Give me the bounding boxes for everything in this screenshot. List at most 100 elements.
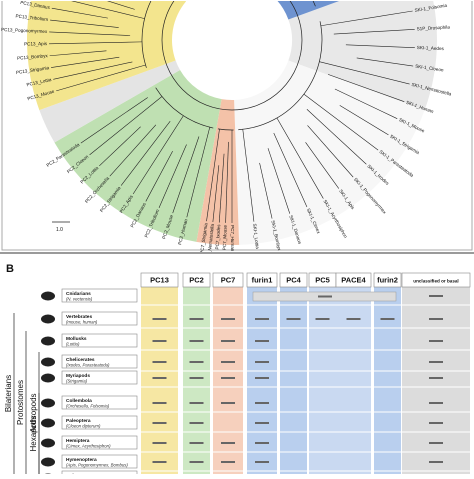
tree-branch [276,117,324,199]
column-header-box [373,272,402,288]
gene-presence-dash [429,442,443,444]
gene-presence-dash [189,318,204,320]
tree-branch [49,50,107,57]
tree-branch [339,105,389,136]
clade-label: Arthropods [29,393,38,432]
gene-presence-dash [255,422,269,424]
row-label-box [61,288,138,303]
row-detail: (Strigamia) [66,379,88,384]
tree-branch [158,144,187,208]
column-header-box [279,272,308,288]
gene-presence-dash [429,461,443,463]
leaf-label: PC2_Human [177,218,188,245]
leaf-label: SKI-1_Cloeon [415,64,444,73]
gene-presence-dash [189,461,204,463]
row-detail: (Apis, Pogonomyrmex, Bombus) [66,463,128,468]
leaf-label: PC7_Mouse [222,224,228,250]
tree-branch [225,141,229,223]
tree-branch [212,165,220,223]
spider-icon [41,357,55,367]
tree-branch [145,151,173,202]
tree-branch [345,44,415,49]
gene-presence-dash [221,377,235,379]
bug-icon [41,438,55,448]
tree-branch [307,125,354,178]
gene-presence-dash [152,318,167,320]
tree-branch [334,88,398,119]
panel-divider [0,252,474,254]
leaf-label: PC7_Human [230,225,235,252]
row-name: Cnidarians [66,291,91,297]
gene-presence-dash [189,442,204,444]
central-arc [161,0,303,111]
grey-wedge-left [39,60,181,143]
tree-branch [103,0,135,10]
tree-branch [320,10,413,27]
tree-branch [273,132,308,208]
leaf-label: SKI-1_Folsomia [414,3,447,13]
tree-branch [305,142,340,189]
row-detail: (Lottia) [66,342,80,347]
row-name: Chelicerates [66,357,95,363]
gene-presence-dash [346,318,361,320]
gene-presence-dash [189,340,204,342]
bee-icon [41,457,55,467]
gene-presence-dash [255,340,269,342]
gene-presence-dash [152,422,167,424]
gene-presence-dash [221,461,235,463]
column-band [309,287,336,474]
column-header-label: PC2 [189,276,204,285]
gene-presence-dash [189,361,204,363]
column-header-box [335,272,372,288]
column-header-box [401,272,471,288]
gene-presence-dash [255,361,269,363]
gene-presence-dash [221,361,235,363]
tree-branch [333,28,415,35]
gene-presence-dash [221,318,235,320]
gene-presence-dash [429,318,443,320]
gene-presence-dash [286,318,301,320]
furin-wedge [276,0,342,20]
leaf-label: SKI-1_Lottia [252,223,260,249]
row-name: Paleoptera [66,418,91,424]
column-header-label: furin1 [252,276,273,285]
gene-presence-dash [255,442,269,444]
gene-presence-dash [318,295,332,298]
tree-branch [89,96,163,156]
tree-branch [242,129,255,222]
gene-presence-dash [152,461,167,463]
tree-branch [49,31,131,36]
gene-presence-dash [429,422,443,424]
column-band [336,287,371,474]
tree-branch [327,74,405,102]
gene-presence-dash [429,402,443,404]
tree-branch [172,136,200,214]
tree-branch [319,61,410,85]
row-name: Vertebrates [66,314,92,320]
leaf-label: PC13_Strigamia [16,65,50,75]
column-band [141,287,178,474]
tree-branch [306,109,367,165]
row-label-box [61,435,138,450]
row-name: Hemiptera [66,438,90,444]
column-band [374,287,401,474]
tree-branch [51,56,120,68]
clade-label: Protostomes [16,380,25,425]
row-label-box [61,333,138,348]
column-band [213,287,243,474]
cnidarian-icon [41,291,55,301]
tree-branch [80,97,148,144]
clade-arc [312,0,316,7]
gene-presence-dash [152,402,167,404]
gene-presence-dash [255,318,269,320]
column-header-label: PC5 [315,276,330,285]
column-header-label: furin2 [377,276,398,285]
row-name: Collembola [66,398,92,404]
leaf-label: PC13_Bombyx [17,53,49,61]
tree-branch [303,93,379,151]
clade-arc [217,128,234,131]
gene-presence-dash [221,402,235,404]
row-label-box [61,415,138,430]
